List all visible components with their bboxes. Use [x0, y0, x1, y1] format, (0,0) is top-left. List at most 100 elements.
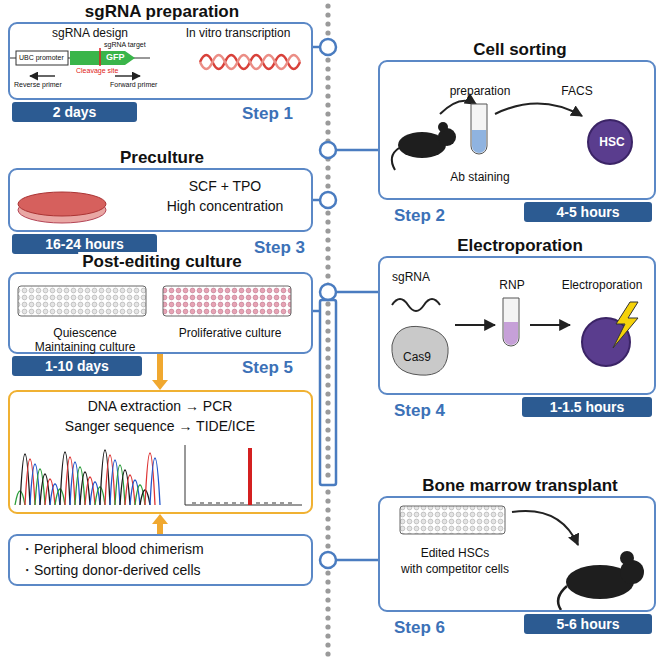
flow-arrow — [152, 514, 168, 534]
mouse — [620, 551, 634, 565]
stem-cell — [588, 120, 632, 164]
timeline-dots — [325, 57, 330, 62]
timeline-dots — [325, 129, 330, 134]
timeline-dots — [325, 84, 330, 89]
step-number: Step 2 — [394, 206, 445, 226]
rna-strand — [200, 55, 300, 69]
timeline-dots — [325, 264, 330, 269]
part-label: GFP — [106, 53, 125, 63]
plasmid-map — [30, 75, 55, 77]
item-label: In vitro transcription — [186, 26, 291, 40]
step-number: Step 3 — [254, 238, 305, 258]
timeline-dots — [325, 427, 330, 432]
stem-cell — [588, 120, 632, 164]
step-title: Electroporation — [453, 236, 587, 256]
timeline-dots — [325, 237, 330, 242]
body-text: Sanger sequence → TIDE/ICE — [65, 418, 255, 435]
timeline-circle — [320, 142, 336, 158]
timeline-dots — [325, 210, 330, 215]
indel-bar-chart — [240, 502, 244, 505]
flow-arrow-shaft — [157, 354, 163, 381]
step-title: Post-editing culture — [78, 252, 246, 272]
timeline-dots — [325, 445, 330, 450]
step-number: Step 1 — [242, 104, 293, 124]
arrowhead — [152, 380, 168, 390]
step-box: ElectroporationsgRNARNPElectroporationCa… — [378, 256, 656, 395]
well-plate — [400, 506, 505, 534]
tube — [503, 298, 519, 346]
step-title: Bone marrow transplant — [418, 476, 622, 496]
timeline-dots — [325, 310, 330, 315]
body-text: SCF + TPO — [189, 178, 261, 195]
part-label: UBC promoter — [19, 54, 64, 62]
body-text: High concentration — [167, 198, 284, 215]
timeline-dots — [325, 400, 330, 405]
item-label: Quiescence — [53, 326, 116, 340]
timeline-dots — [325, 489, 330, 494]
body-text: ・Peripheral blood chimerism — [20, 541, 204, 558]
timeline-dots — [325, 174, 330, 179]
part-label: Forward primer — [110, 81, 157, 89]
timeline-dots — [325, 183, 330, 188]
plasmid-map — [16, 51, 68, 65]
step-number: Step 4 — [394, 401, 445, 421]
mouse — [438, 122, 448, 132]
tube — [472, 130, 486, 153]
timeline-dots — [325, 102, 330, 107]
timeline-dots — [325, 355, 330, 360]
well-plate — [163, 286, 291, 316]
timeline-dots — [325, 111, 330, 116]
arrowhead — [152, 514, 168, 524]
timeline-dots — [325, 328, 330, 333]
process-arrow — [495, 103, 582, 116]
mouse — [392, 148, 399, 170]
timeline-dots — [325, 472, 330, 477]
plasmid-map — [70, 51, 135, 65]
item-label: Maintaining culture — [35, 340, 136, 354]
tube — [504, 322, 518, 345]
timeline-dots — [325, 454, 330, 459]
timeline-dots — [325, 436, 330, 441]
duration-badge: 1-10 days — [12, 356, 142, 376]
cell-label: HSC — [599, 135, 624, 149]
timeline-dots — [325, 319, 330, 324]
plasmid-map — [99, 48, 101, 66]
mouse — [392, 122, 456, 170]
timeline-dots — [325, 633, 330, 638]
indel-bar-chart — [272, 502, 276, 505]
duration-badge: 5-6 hours — [524, 614, 652, 634]
item-label: sgRNA — [392, 270, 430, 284]
timeline-dots — [325, 606, 330, 611]
timeline-dots — [325, 337, 330, 342]
timeline-dots — [325, 588, 330, 593]
step-box: Bone marrow transplantEdited HSCswith co… — [378, 496, 656, 612]
step-title: Preculture — [116, 148, 208, 168]
tube — [471, 104, 487, 154]
part-label: Reverse primer — [14, 81, 62, 89]
timeline-connector — [336, 149, 378, 152]
indel-bar-chart — [248, 448, 252, 505]
timeline-dots — [325, 507, 330, 512]
step-number: Step 6 — [394, 618, 445, 638]
tube — [471, 104, 487, 154]
timeline-dots — [325, 120, 330, 125]
timeline-dots — [325, 382, 330, 387]
timeline-dots — [325, 3, 330, 8]
indel-bar-chart — [232, 502, 236, 505]
timeline-dots — [325, 75, 330, 80]
timeline-dots — [325, 642, 330, 647]
readout-box: ・Peripheral blood chimerism・Sorting dono… — [8, 534, 313, 586]
process-arrow — [530, 324, 570, 326]
indel-bar-chart — [185, 445, 302, 505]
timeline-dots — [325, 516, 330, 521]
duration-badge: 2 days — [12, 102, 137, 122]
timeline-dots — [325, 498, 330, 503]
timeline-circle — [320, 39, 336, 568]
timeline-dots — [325, 255, 330, 260]
part-label: Cleavage site — [76, 67, 118, 75]
timeline-dots — [325, 228, 330, 233]
timeline-dots — [325, 219, 330, 224]
analysis-box: DNA extraction → PCRSanger sequence → TI… — [8, 390, 313, 514]
indel-bar-chart — [224, 502, 228, 505]
